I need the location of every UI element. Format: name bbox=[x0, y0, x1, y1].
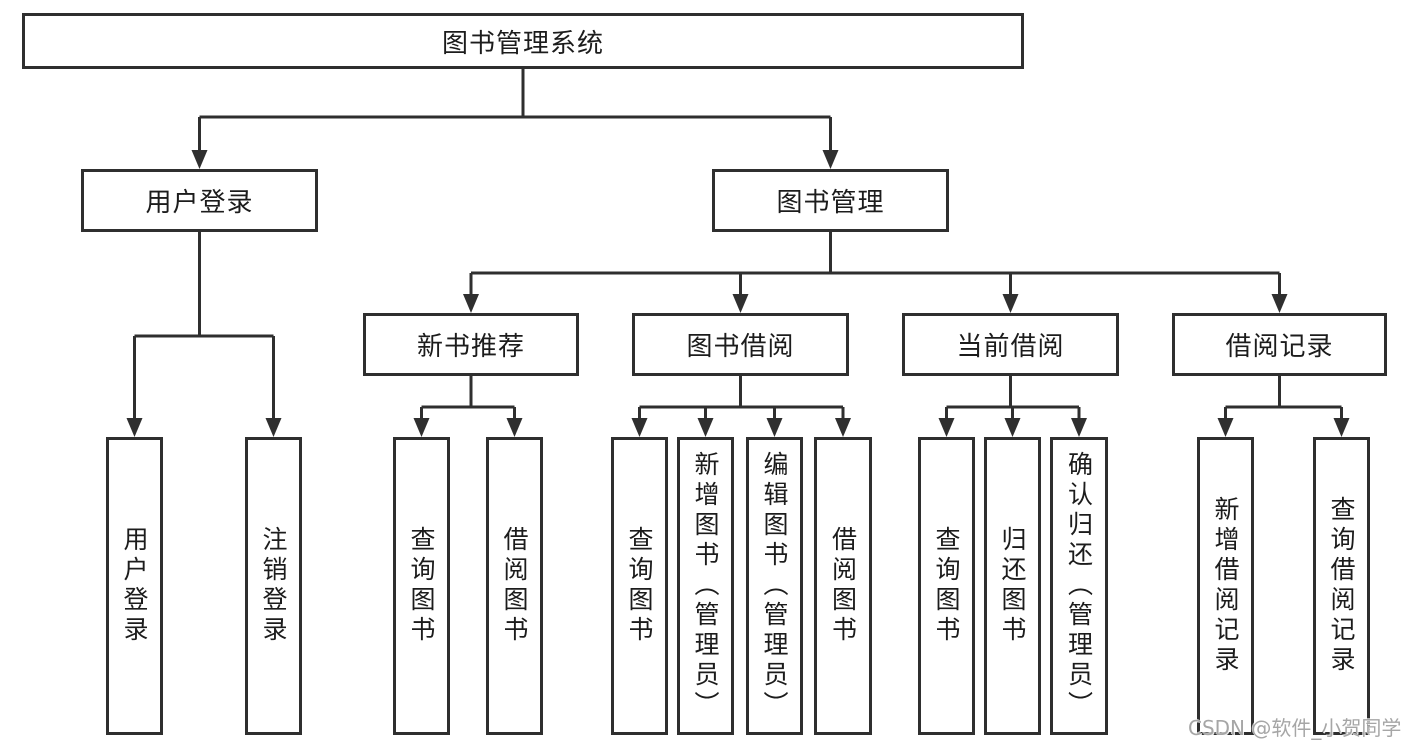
arrowhead bbox=[265, 418, 282, 437]
arrowhead bbox=[697, 418, 714, 437]
node-label: 新增借阅记录 bbox=[1211, 496, 1240, 676]
arrowhead bbox=[938, 418, 955, 437]
node-add-borrow-record: 新增借阅记录 bbox=[1197, 437, 1254, 735]
arrowhead bbox=[1071, 418, 1087, 437]
arrowhead bbox=[822, 150, 839, 169]
node-return-books: 归还图书 bbox=[984, 437, 1041, 735]
node-label: 借阅图书 bbox=[828, 526, 858, 646]
node-label: 图书管理 bbox=[776, 188, 885, 218]
connector-root bbox=[198, 69, 832, 152]
node-label: 注销登录 bbox=[259, 526, 288, 646]
node-label: 确认归还（管理员） bbox=[1064, 451, 1094, 721]
node-label: 用户登录 bbox=[145, 188, 254, 218]
connector-borrowing-records bbox=[1224, 376, 1343, 420]
node-library-management-system: 图书管理系统 bbox=[22, 13, 1024, 69]
connector-current-borrowing bbox=[945, 376, 1081, 420]
node-query-books-recommend: 查询图书 bbox=[393, 437, 450, 735]
arrowhead bbox=[1271, 294, 1288, 313]
arrowhead bbox=[191, 150, 208, 169]
arrowhead bbox=[126, 418, 143, 437]
watermark: CSDN @软件_小贺同学 bbox=[1188, 716, 1402, 740]
node-borrow-books-recommend: 借阅图书 bbox=[486, 437, 543, 735]
node-current-borrowing: 当前借阅 bbox=[902, 313, 1119, 376]
node-label: 查询图书 bbox=[407, 526, 436, 646]
node-label: 借阅图书 bbox=[500, 526, 529, 646]
node-user-login-leaf: 用户登录 bbox=[106, 437, 163, 735]
node-label: 借阅记录 bbox=[1225, 332, 1334, 362]
node-label: 查询图书 bbox=[625, 526, 654, 646]
node-borrow-books: 借阅图书 bbox=[814, 437, 872, 735]
node-new-book-recommendation: 新书推荐 bbox=[363, 313, 579, 376]
arrowhead bbox=[766, 418, 783, 437]
node-label: 新增图书（管理员） bbox=[691, 451, 720, 721]
node-edit-books-admin: 编辑图书（管理员） bbox=[746, 437, 803, 735]
node-label: 查询借阅记录 bbox=[1327, 496, 1356, 676]
node-label: 归还图书 bbox=[998, 526, 1027, 646]
node-borrowing-records: 借阅记录 bbox=[1172, 313, 1387, 376]
arrowhead bbox=[1002, 294, 1019, 313]
arrowhead bbox=[413, 418, 430, 437]
node-confirm-return-admin: 确认归还（管理员） bbox=[1050, 437, 1108, 735]
connector-user-login bbox=[133, 232, 275, 420]
node-user-login: 用户登录 bbox=[81, 169, 318, 232]
node-label: 查询图书 bbox=[932, 526, 961, 646]
arrowhead bbox=[506, 418, 523, 437]
node-query-books-current: 查询图书 bbox=[918, 437, 975, 735]
node-query-books-borrowing: 查询图书 bbox=[611, 437, 668, 735]
connector-new-book-recommendation bbox=[420, 376, 516, 420]
node-label: 图书借阅 bbox=[686, 332, 795, 362]
connector-book-management bbox=[469, 232, 1281, 297]
node-label: 编辑图书（管理员） bbox=[760, 451, 789, 721]
node-add-books-admin: 新增图书（管理员） bbox=[677, 437, 734, 735]
node-label: 新书推荐 bbox=[416, 332, 525, 362]
node-label: 图书管理系统 bbox=[441, 28, 604, 59]
arrowhead bbox=[835, 418, 851, 437]
arrowhead bbox=[1004, 418, 1021, 437]
node-label: 当前借阅 bbox=[956, 332, 1065, 362]
node-book-management: 图书管理 bbox=[712, 169, 949, 232]
node-book-borrowing: 图书借阅 bbox=[632, 313, 849, 376]
connector-book-borrowing bbox=[638, 376, 845, 420]
arrowhead bbox=[631, 418, 648, 437]
node-label: 用户登录 bbox=[120, 526, 149, 646]
arrowhead bbox=[1217, 418, 1234, 437]
node-logout: 注销登录 bbox=[245, 437, 302, 735]
node-query-borrow-record: 查询借阅记录 bbox=[1313, 437, 1370, 735]
arrowhead bbox=[732, 294, 749, 313]
arrowhead bbox=[1333, 418, 1350, 437]
arrowhead bbox=[463, 294, 479, 313]
